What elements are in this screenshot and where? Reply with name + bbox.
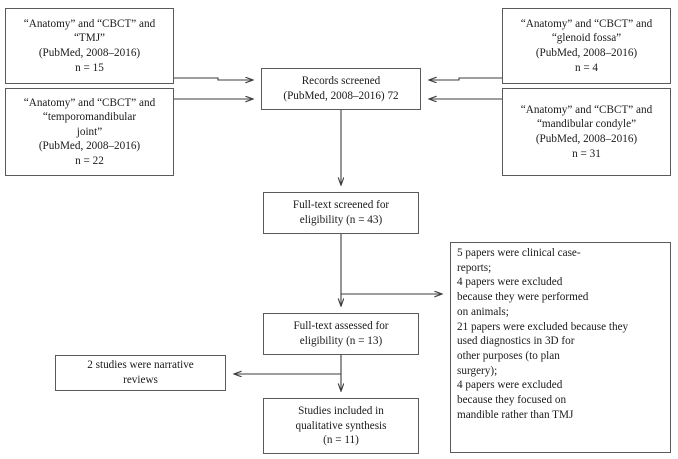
exclusion-reasons-box: 5 papers were clinical case- reports; 4 … xyxy=(450,242,671,453)
source-box-mandibular-condyle: “Anatomy” and “CBCT” and “mandibular con… xyxy=(502,88,671,176)
source-box-tmj: “Anatomy” and “CBCT” and “TMJ” (PubMed, … xyxy=(5,8,174,84)
narrative-reviews-box: 2 studies were narrative reviews xyxy=(55,355,226,391)
full-text-screened-box: Full-text screened for eligibility (n = … xyxy=(263,192,419,234)
source-box-temporomandibular-joint: “Anatomy” and “CBCT” and “temporomandibu… xyxy=(5,88,174,176)
source-box-glenoid-fossa: “Anatomy” and “CBCT” and “glenoid fossa”… xyxy=(502,8,671,84)
connector-source-tmj-to-records xyxy=(174,78,253,80)
full-text-assessed-box: Full-text assessed for eligibility (n = … xyxy=(263,313,419,355)
studies-included-box: Studies included in qualitative synthesi… xyxy=(263,398,419,454)
records-screened-box: Records screened (PubMed, 2008–2016) 72 xyxy=(261,68,421,110)
connector-source-glenoid-to-records xyxy=(429,78,502,80)
